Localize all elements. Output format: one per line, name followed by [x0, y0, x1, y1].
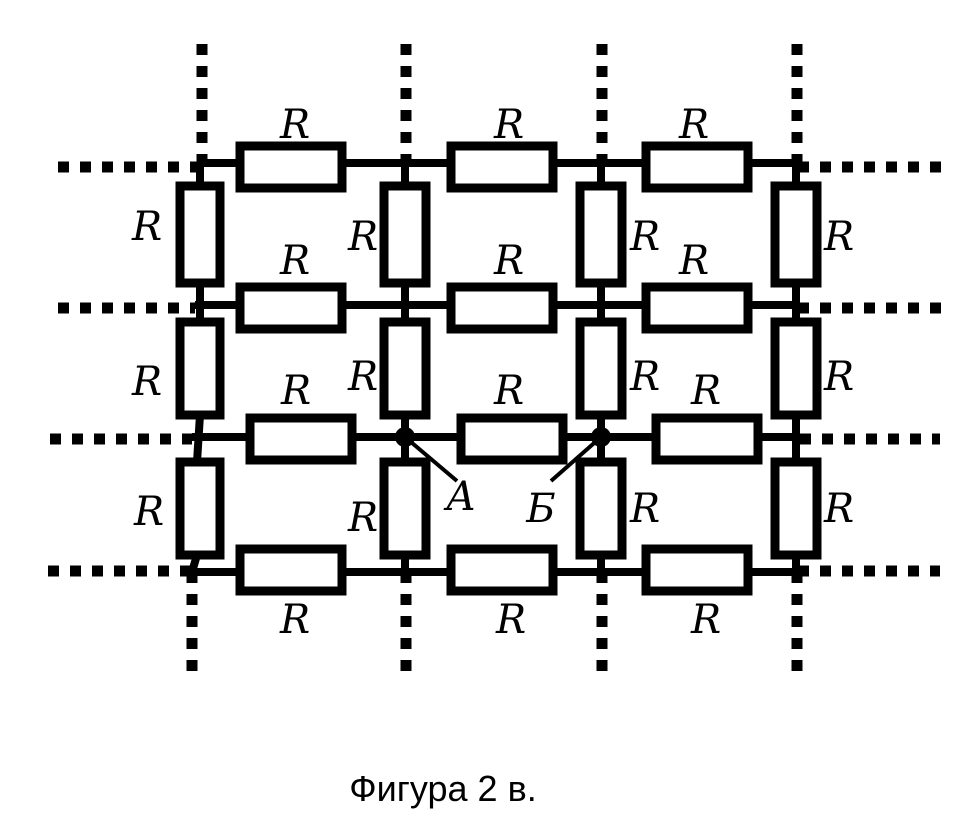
resistor-vertical — [575, 181, 627, 288]
resistor-horizontal — [446, 141, 558, 193]
resistor-label: R — [823, 354, 854, 400]
resistor-label: R — [493, 102, 524, 148]
resistor-vertical — [379, 317, 431, 420]
resistor-vertical — [575, 317, 627, 420]
resistor-horizontal — [446, 544, 558, 596]
resistor-vertical — [175, 457, 225, 560]
resistor-label: R — [690, 368, 721, 414]
resistor-label: R — [279, 102, 310, 148]
resistor-horizontal — [641, 282, 753, 334]
resistor-label: R — [279, 238, 310, 284]
node-a-label: А — [443, 474, 476, 520]
resistor-label: R — [347, 495, 378, 541]
resistor-label: R — [280, 368, 311, 414]
resistor-horizontal — [235, 544, 347, 596]
resistor-label: R — [629, 486, 660, 532]
resistor-vertical — [575, 457, 627, 560]
resistor-label: R — [131, 204, 162, 250]
resistor-label: R — [131, 359, 162, 405]
resistor-vertical — [770, 317, 822, 420]
resistors — [175, 141, 822, 596]
resistor-vertical — [175, 181, 225, 288]
node-b-label: Б — [525, 486, 555, 532]
resistor-label: R — [279, 597, 310, 643]
resistor-horizontal — [245, 413, 357, 465]
resistor-label: R — [493, 238, 524, 284]
node-b-leader — [549, 435, 603, 483]
resistor-horizontal — [641, 141, 753, 193]
resistor-vertical — [379, 181, 431, 288]
resistor-horizontal — [235, 141, 347, 193]
resistor-vertical — [770, 457, 822, 560]
resistor-vertical — [379, 457, 431, 560]
resistor-label: R — [493, 368, 524, 414]
resistor-label: R — [823, 486, 854, 532]
resistor-label: R — [678, 102, 709, 148]
resistor-label: R — [678, 238, 709, 284]
resistor-label: R — [823, 214, 854, 260]
resistor-vertical — [770, 181, 822, 288]
resistor-label: R — [347, 214, 378, 260]
resistor-vertical — [175, 317, 225, 420]
resistor-horizontal — [456, 413, 568, 465]
resistor-horizontal — [651, 413, 763, 465]
node-a-leader — [403, 435, 459, 483]
dotted-extensions — [48, 44, 950, 672]
resistor-label: R — [629, 354, 660, 400]
resistor-horizontal — [641, 544, 753, 596]
resistor-horizontal — [446, 282, 558, 334]
resistor-horizontal — [235, 282, 347, 334]
figure-caption: Фигура 2 в. — [349, 768, 537, 809]
resistor-label: R — [133, 489, 164, 535]
resistor-label: R — [495, 597, 526, 643]
resistor-label: R — [629, 214, 660, 260]
resistor-label: R — [347, 354, 378, 400]
resistor-label: R — [690, 597, 721, 643]
vertical-wire-segment — [193, 414, 204, 463]
